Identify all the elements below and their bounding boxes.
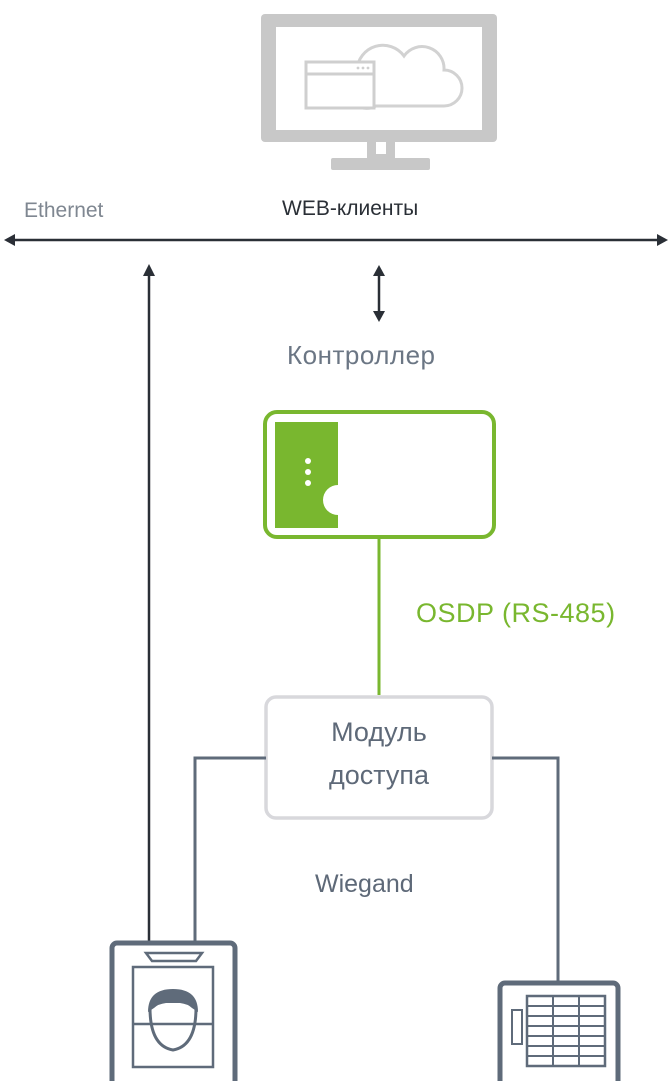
controller-bidirectional-arrow <box>373 265 385 322</box>
wiegand-line-left <box>193 756 266 945</box>
monitor-cloud-icon <box>261 14 497 170</box>
ethernet-label: Ethernet <box>24 199 104 222</box>
web-clients-label: WEB-клиенты <box>282 197 419 220</box>
access-module-label-line2: доступа <box>328 760 430 790</box>
keypad-reader-icon <box>497 980 621 1081</box>
face-recognition-reader-icon <box>109 940 238 1081</box>
reader-ethernet-arrow <box>143 264 155 945</box>
osdp-label: OSDP (RS-485) <box>416 598 616 628</box>
wiegand-label: Wiegand <box>315 870 414 898</box>
controller-device-icon <box>263 410 496 539</box>
access-module-box <box>264 695 494 820</box>
ethernet-bus-line <box>4 234 668 246</box>
wiegand-line-right <box>492 756 560 985</box>
controller-label: Контроллер <box>287 340 436 370</box>
access-module-label-line1: Модуль <box>331 717 427 747</box>
